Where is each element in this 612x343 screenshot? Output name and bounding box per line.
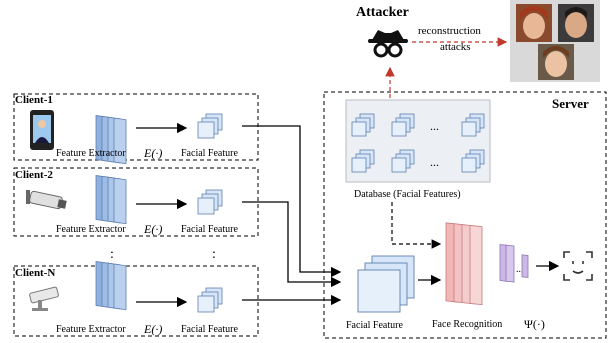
recognition-symbol: Ψ(·)	[524, 317, 545, 331]
database-ellipsis-1: ...	[430, 119, 439, 133]
attacker-section: Attacker reconstruction attacks	[356, 0, 600, 82]
server-facial-feature	[357, 255, 415, 313]
client-n-label: Client-N	[15, 267, 55, 279]
reconstructed-face-3	[538, 44, 574, 80]
security-camera-icon	[29, 286, 59, 311]
feature-extractor-1	[95, 115, 127, 165]
client-n-box: Client-N Feature Extractor E(·) Facial F…	[13, 261, 259, 337]
client-2-box: Client-2 Feature Extractor E(·) Facial F…	[13, 167, 259, 237]
spy-icon	[368, 30, 408, 58]
client-ellipsis-right: :	[212, 247, 216, 262]
client-ellipsis-left: :	[110, 247, 114, 262]
client-1-extractor-symbol: E(·)	[143, 146, 162, 160]
client-n-feature-label: Facial Feature	[181, 324, 238, 335]
client-1-feature-label: Facial Feature	[181, 148, 238, 159]
database-feature-2-3	[461, 149, 485, 173]
facial-feature-n	[197, 287, 223, 313]
database-panel: ... ...	[345, 99, 491, 183]
client-2-feature-label: Facial Feature	[181, 224, 238, 235]
attack-label-line1: reconstruction	[418, 25, 481, 37]
client-2-label: Client-2	[15, 169, 53, 181]
client-2-extractor-label: Feature Extractor	[56, 224, 126, 235]
database-feature-1-2	[391, 113, 415, 137]
recognition-label: Face Recognition	[432, 319, 502, 330]
cctv-camera-icon	[26, 190, 67, 210]
face-id-icon	[563, 251, 593, 281]
client-1-extractor-label: Feature Extractor	[56, 148, 126, 159]
server-feature-label: Facial Feature	[346, 320, 403, 331]
database-feature-1-1	[351, 113, 375, 137]
client-2-to-server	[242, 201, 342, 288]
client-1-box: Client-1 Feature Extractor E(·) Facial F…	[13, 93, 259, 165]
face-recognition-network: ...	[445, 222, 529, 306]
server-box: Server ...	[323, 91, 607, 339]
feature-extractor-n	[95, 261, 127, 311]
smartphone-icon	[30, 110, 54, 150]
client-n-extractor-label: Feature Extractor	[56, 324, 126, 335]
attacker-title: Attacker	[356, 5, 409, 20]
database-ellipsis-2: ...	[430, 155, 439, 169]
facial-feature-2	[197, 189, 223, 215]
database-feature-1-3	[461, 113, 485, 137]
database-label: Database (Facial Features)	[354, 189, 461, 200]
database-feature-2-1	[351, 149, 375, 173]
client-1-label: Client-1	[15, 94, 53, 106]
client-2-extractor-symbol: E(·)	[143, 222, 162, 236]
server-title: Server	[552, 96, 589, 111]
reconstructed-face-1	[516, 4, 552, 42]
attack-label-line2: attacks	[440, 41, 471, 53]
database-to-recognition-arrow	[391, 202, 442, 249]
client-1-to-server	[242, 125, 342, 278]
facial-feature-1	[197, 113, 223, 139]
reconstructed-face-2	[558, 4, 594, 42]
recognition-ellipsis: ...	[516, 264, 524, 275]
client-n-extractor-symbol: E(·)	[143, 322, 162, 336]
database-feature-2-2	[391, 149, 415, 173]
feature-extractor-2	[95, 175, 127, 225]
